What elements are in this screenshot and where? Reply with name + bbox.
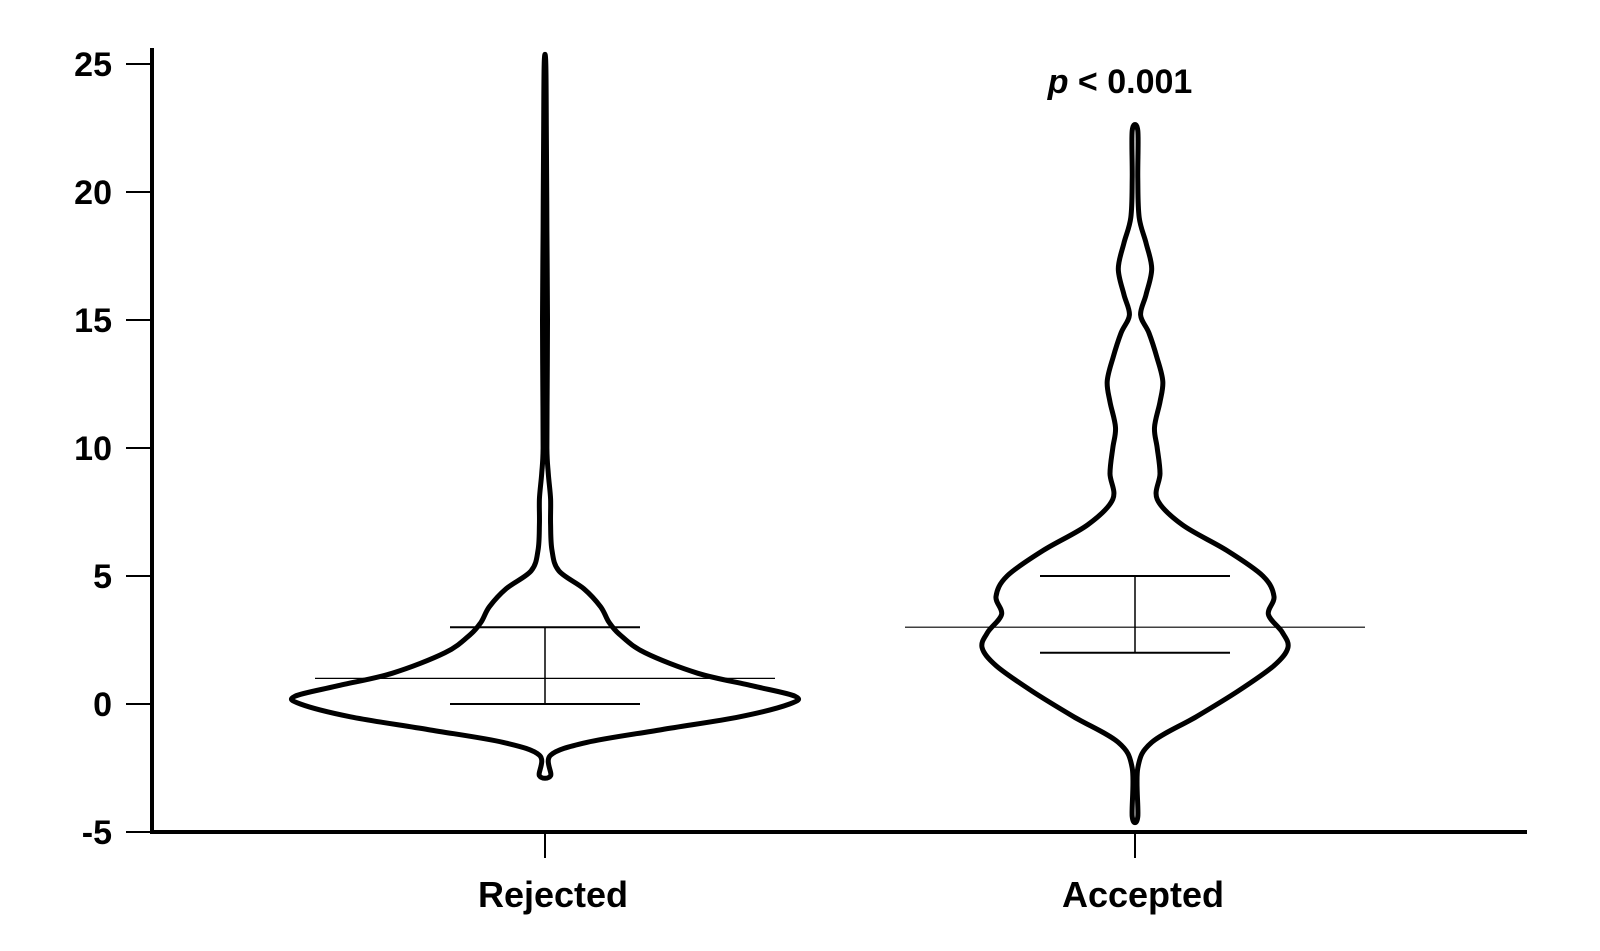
y-tick-label: 15 <box>74 302 112 340</box>
y-tick-label: 10 <box>74 430 112 468</box>
y-tick-label: 0 <box>93 686 112 724</box>
x-category-label: Rejected <box>478 874 628 915</box>
y-tick-label: 20 <box>74 174 112 212</box>
violins-layer <box>288 51 1365 826</box>
y-tick-label: 25 <box>74 46 112 84</box>
p-value-annotation: p < 0.001 <box>1047 63 1193 101</box>
p-value-text: < 0.001 <box>1068 63 1192 101</box>
y-tick-label: 5 <box>93 558 112 596</box>
y-tick-label: -5 <box>82 814 112 852</box>
p-symbol: p <box>1047 63 1069 101</box>
violin-rejected <box>288 51 802 781</box>
violin-accepted <box>979 122 1291 826</box>
x-category-label: Accepted <box>1062 874 1224 915</box>
